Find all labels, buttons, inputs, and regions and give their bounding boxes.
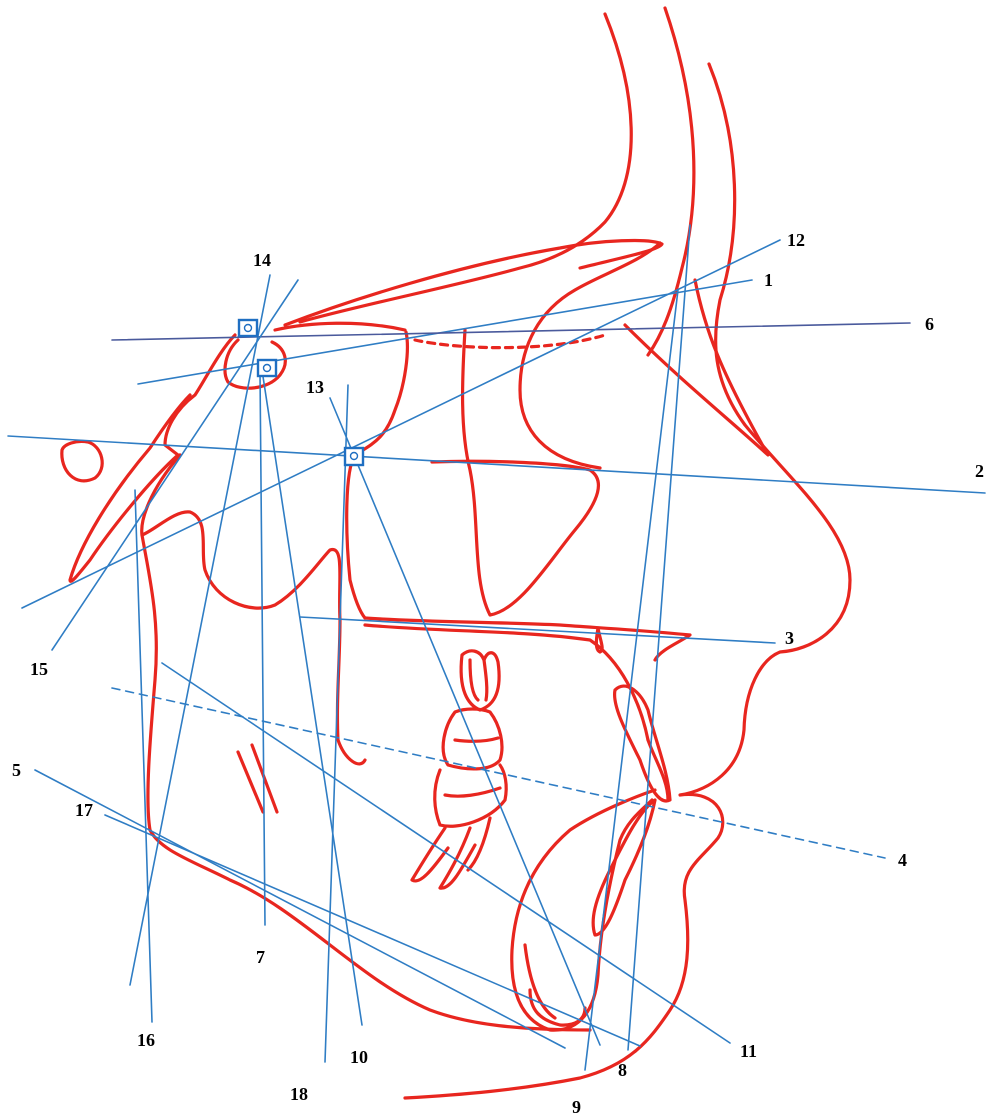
reference-line-7 [259,371,266,926]
label-line-3: 3 [785,628,794,648]
orbit-outline [518,241,662,470]
nasal-bone [623,278,770,457]
hard-palate-lower [363,623,650,742]
reference-line-18 [324,384,349,1063]
reference-line-5 [34,769,566,1049]
symphysis-outer [510,788,657,1032]
label-line-8: 8 [618,1060,627,1080]
lower-molar-root-3 [466,816,492,872]
label-line-13: 13 [306,377,324,397]
ear-canal [60,439,104,483]
line-labels: 1 2 3 4 5 6 7 8 9 10 11 12 13 14 15 16 1… [12,230,984,1117]
sella-turcica [223,338,287,390]
label-line-6: 6 [925,314,934,334]
label-line-16: 16 [137,1030,155,1050]
landmark-marker [237,318,259,338]
label-line-2: 2 [975,461,984,481]
upper-molar-root-2 [482,658,489,702]
label-line-10: 10 [350,1047,368,1067]
label-line-5: 5 [12,760,21,780]
upper-molar-crown [459,649,501,712]
upper-molar-root-1 [468,658,480,702]
label-line-12: 12 [787,230,805,250]
lower-molar-root-2 [438,826,477,890]
label-line-14: 14 [253,250,271,270]
orbital-roof [283,238,664,327]
label-line-18: 18 [290,1084,308,1104]
reference-line-3 [299,616,776,644]
zygomatic-process [430,328,600,617]
upper-incisor [612,684,672,803]
reference-line-8 [627,224,691,1051]
label-line-17: 17 [75,800,93,820]
condyle-ramus [140,453,367,766]
landmark-marker [343,446,365,467]
lower-molar-crown-line [443,786,502,798]
symphysis-inner [528,988,587,1027]
pterygomaxillary-fissure [345,330,409,620]
anatomical-tracing [60,6,852,1100]
lower-incisor [591,798,657,937]
reference-line-6 [111,322,911,341]
frontal-bone-inner-curve [298,12,633,324]
cranial-base-dashed [413,333,607,350]
reference-line-9 [584,289,679,1071]
reference-line-16 [134,489,153,1023]
reference-line-10 [261,369,363,1026]
reference-lines [7,224,986,1071]
reference-line-15 [51,279,299,651]
lower-molar-root-1 [410,826,450,883]
landmark-marker [256,358,278,378]
label-line-1: 1 [764,270,773,290]
reference-line-11 [161,662,731,1044]
mandibular-canal-mark-1 [236,750,265,814]
reference-line-14 [129,274,271,986]
reference-line-12 [21,239,781,609]
reference-line-13 [329,397,601,1046]
lower-molar-crown [433,763,508,828]
clivus [68,333,237,583]
premolar-stack [441,707,504,771]
mandibular-canal-mark-2 [250,743,279,814]
landmark-markers [237,318,365,467]
reference-line-17 [104,814,641,1047]
label-line-11: 11 [740,1041,757,1061]
ramus-posterior-border [140,533,592,1032]
symphysis-canal [523,943,557,1020]
hard-palate [363,616,692,662]
label-line-15: 15 [30,659,48,679]
reference-line-2 [7,435,986,494]
label-line-4: 4 [898,850,907,870]
cranial-base-planum [273,321,407,332]
soft-tissue-profile [403,62,852,1100]
reference-line-4 [111,687,886,859]
label-line-9: 9 [572,1097,581,1117]
label-line-7: 7 [256,947,265,967]
anterior-nasal-spine-notch [594,626,604,654]
premolar-line [453,736,500,743]
frontal-bone-outer-curve [646,6,696,357]
